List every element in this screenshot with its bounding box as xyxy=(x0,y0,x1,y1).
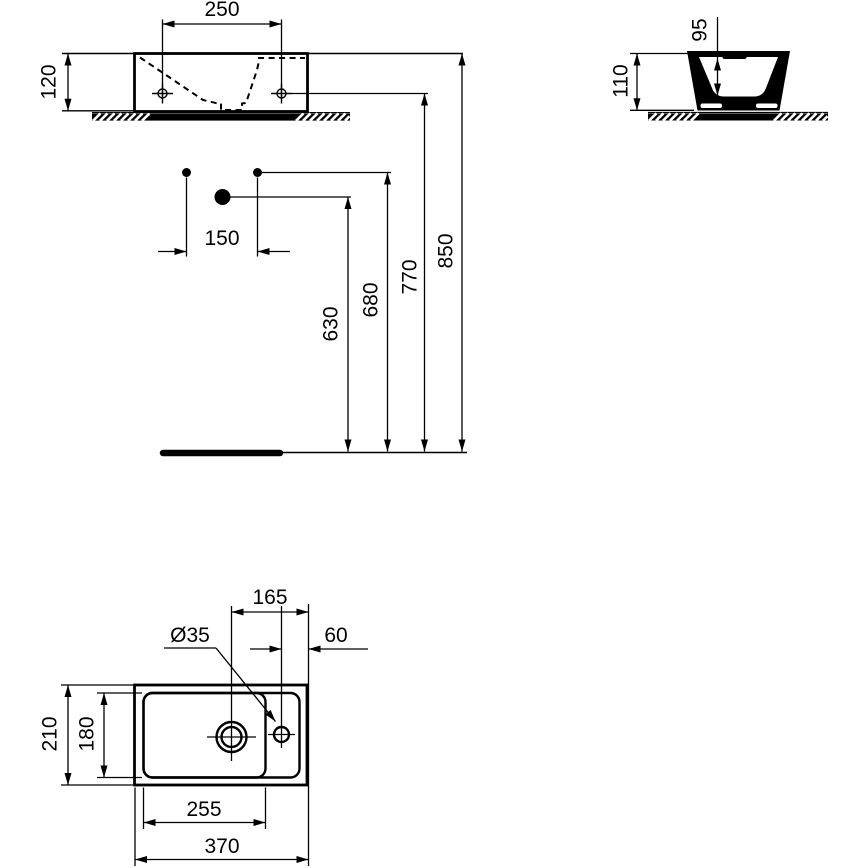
bowl-hidden-profile xyxy=(139,56,305,111)
dim-text-120: 120 xyxy=(38,64,61,99)
floor-line xyxy=(159,449,467,457)
under-bowl-gap-left xyxy=(700,103,722,108)
tap-hole xyxy=(268,606,295,748)
overflow-slot xyxy=(722,53,747,59)
supply-dot-left xyxy=(182,168,191,177)
shelf-hatch-left xyxy=(648,112,700,122)
dim-630: 630 xyxy=(320,197,352,452)
side-view: 110 95 xyxy=(610,17,829,122)
dim-370: 370 xyxy=(134,787,309,866)
dim-770: 770 xyxy=(399,93,428,452)
shelf-hatch-left xyxy=(92,112,151,122)
dim-110: 110 xyxy=(610,53,641,111)
mounting-shelf xyxy=(92,111,351,122)
waste-dot xyxy=(214,189,231,205)
dim-text-255: 255 xyxy=(186,798,221,821)
dim-text-250: 250 xyxy=(204,0,239,21)
dim-text-dia35: Ø35 xyxy=(170,624,210,647)
dim-680: 680 xyxy=(360,172,391,452)
dim-text-60: 60 xyxy=(324,624,347,647)
dim-text-110: 110 xyxy=(610,64,633,97)
mounting-shelf-side xyxy=(648,111,829,122)
dim-text-210: 210 xyxy=(39,716,62,751)
dim-text-370: 370 xyxy=(204,835,239,858)
dim-text-180: 180 xyxy=(76,716,99,751)
dim-150: 150 xyxy=(158,177,290,257)
taphole-diameter-label: Ø35 xyxy=(164,624,277,722)
dim-95: 95 xyxy=(689,17,721,96)
dim-120: 120 xyxy=(38,53,134,112)
dim-180: 180 xyxy=(76,692,142,779)
dim-text-150: 150 xyxy=(204,227,239,250)
dim-60: 60 xyxy=(250,624,368,653)
dim-text-630: 630 xyxy=(320,306,343,341)
plan-view: Ø35 165 60 210 180 xyxy=(39,586,368,866)
dim-text-850: 850 xyxy=(435,233,458,268)
dim-210: 210 xyxy=(39,684,133,786)
bowl-edge xyxy=(142,691,267,779)
shelf-hatch-right xyxy=(773,112,829,122)
dim-text-770: 770 xyxy=(399,259,422,294)
waste-outlet xyxy=(207,606,256,761)
dim-text-95: 95 xyxy=(689,18,712,41)
leader-arrow xyxy=(215,647,277,722)
shelf-hatch-right xyxy=(295,112,351,122)
dim-text-680: 680 xyxy=(360,282,383,317)
basin-outline xyxy=(133,52,309,113)
dim-850: 850 xyxy=(435,53,466,452)
front-view: 250 120 150 630 680 xyxy=(38,0,467,457)
dim-250: 250 xyxy=(161,0,283,98)
supply-dot-right xyxy=(253,168,262,177)
dim-text-165: 165 xyxy=(252,586,287,609)
dim-255: 255 xyxy=(142,787,267,829)
under-bowl-gap-right xyxy=(756,103,778,108)
